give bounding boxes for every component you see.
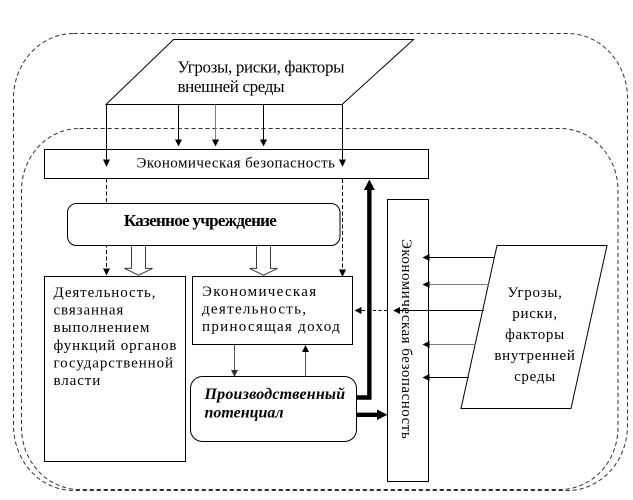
svg-text:функций органов: функций органов: [54, 338, 178, 354]
svg-text:Деятельность,: Деятельность,: [54, 285, 157, 301]
svg-text:приносящая доход: приносящая доход: [202, 319, 341, 335]
svg-text:внешней среды: внешней среды: [178, 77, 286, 96]
svg-text:деятельность,: деятельность,: [202, 301, 307, 317]
svg-text:государственной: государственной: [54, 355, 174, 371]
svg-text:Экономическая: Экономическая: [202, 284, 317, 300]
svg-text:риски,: риски,: [512, 306, 557, 322]
svg-text:внутренней: внутренней: [494, 348, 575, 364]
svg-text:Экономическая безопасность: Экономическая безопасность: [137, 156, 336, 172]
svg-text:потенциал: потенциал: [205, 405, 284, 422]
svg-text:среды: среды: [514, 369, 556, 385]
svg-text:выполнением: выполнением: [54, 320, 151, 336]
svg-text:Угрозы, риски, факторы: Угрозы, риски, факторы: [178, 57, 346, 76]
svg-text:Казенное учреждение: Казенное учреждение: [124, 211, 277, 230]
svg-text:связанная: связанная: [54, 303, 125, 319]
svg-text:факторы: факторы: [505, 327, 565, 343]
svg-text:Экономическая безопасность: Экономическая безопасность: [398, 239, 414, 439]
svg-text:власти: власти: [54, 373, 102, 389]
svg-text:Угрозы,: Угрозы,: [507, 285, 562, 301]
svg-text:Производственный: Производственный: [204, 386, 346, 403]
